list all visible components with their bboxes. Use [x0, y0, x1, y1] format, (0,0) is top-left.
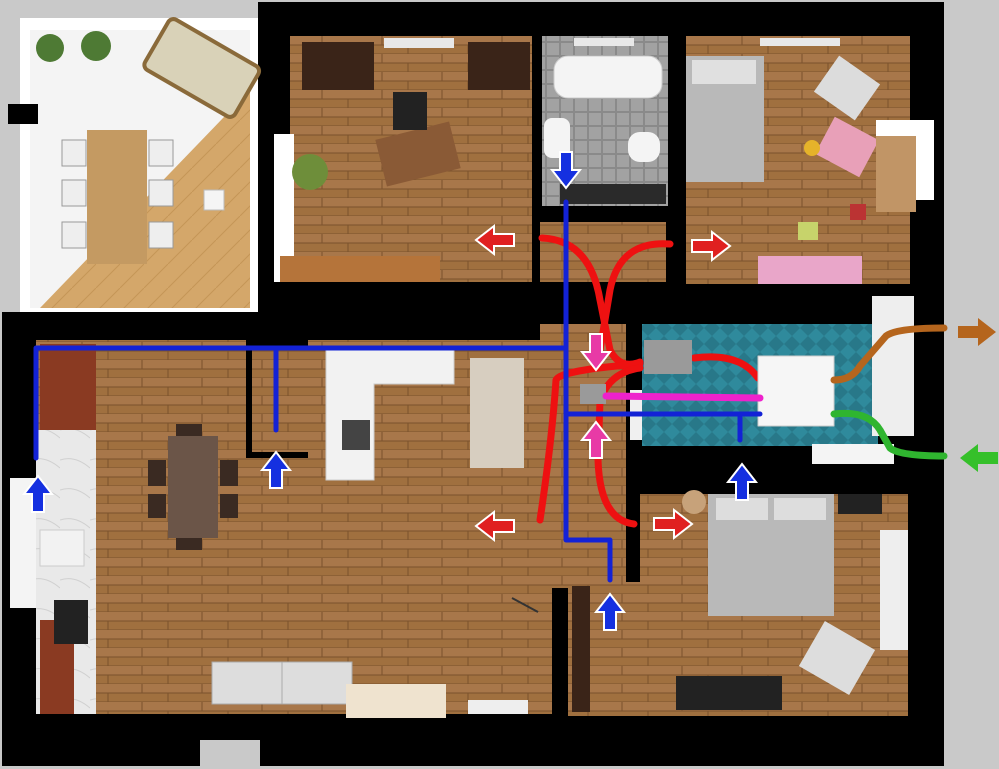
- extract-arrow: [21, 474, 55, 513]
- pillow-icon: [692, 60, 756, 84]
- supply-duct: [690, 353, 762, 382]
- sink-icon: [544, 118, 570, 158]
- plant-icon: [36, 34, 64, 62]
- cabinet-icon: [40, 344, 96, 430]
- bypass-arrow: [579, 420, 613, 459]
- silencer-icon: [644, 340, 692, 374]
- living-kitchen: [10, 326, 552, 718]
- bathtub-icon: [553, 55, 663, 99]
- dining-table-icon: [168, 436, 218, 538]
- heat-recovery-unit-icon: [757, 355, 835, 427]
- pillow-icon: [774, 498, 826, 520]
- bypass-duct: [602, 392, 764, 402]
- armchair-icon: [813, 55, 881, 121]
- bathtub-icon: [812, 444, 894, 464]
- supply-duct: [594, 364, 644, 528]
- play-table-icon: [815, 116, 879, 178]
- dining-table-icon: [87, 130, 147, 264]
- window-icon: [384, 38, 454, 48]
- exhaust-duct: [830, 324, 948, 384]
- tv-bench-icon: [346, 684, 446, 718]
- book-icon: [342, 420, 370, 450]
- bench-icon: [676, 676, 782, 710]
- armchair-icon: [798, 620, 876, 696]
- stool-icon: [203, 189, 225, 211]
- plant-icon: [81, 31, 111, 61]
- floor-lamp-icon: [511, 597, 539, 613]
- extract-arrow: [259, 450, 293, 489]
- toy-icon: [804, 140, 820, 156]
- fresh-air-arrow: [960, 444, 998, 472]
- exhaust-arrow: [958, 318, 996, 346]
- supply-arrow: [691, 229, 732, 263]
- ducts: [33, 199, 948, 583]
- window-icon: [574, 38, 634, 46]
- cabinet-icon: [302, 42, 374, 90]
- radiator-icon: [211, 661, 353, 705]
- toy-icon: [798, 222, 818, 240]
- supply-arrow: [474, 509, 515, 543]
- damper-icon: [580, 384, 606, 404]
- arrows: [21, 151, 998, 631]
- bathroom: [542, 36, 668, 206]
- terrace: [8, 17, 262, 312]
- sofa-icon: [142, 17, 262, 119]
- chairs-icon: [148, 424, 238, 550]
- extract-duct: [33, 345, 569, 461]
- extract-duct: [563, 199, 613, 583]
- desk-icon: [375, 121, 461, 187]
- toy-icon: [850, 204, 866, 220]
- extract-arrow: [549, 151, 583, 190]
- sofa-icon: [470, 358, 524, 468]
- cabinet-icon: [468, 42, 530, 90]
- extract-arrow: [593, 592, 627, 631]
- supply-duct: [596, 240, 674, 354]
- window-icon: [760, 38, 840, 46]
- fresh-air-duct: [830, 409, 948, 460]
- bench-icon: [876, 136, 916, 212]
- window-icon: [468, 700, 528, 714]
- nightstand-icon: [682, 490, 706, 514]
- fridge-icon: [39, 529, 85, 567]
- chairs-icon: [61, 139, 174, 249]
- bypass-arrow: [579, 333, 613, 372]
- vanity-icon: [560, 184, 666, 204]
- supply-arrow: [474, 223, 515, 257]
- supply-arrow: [653, 507, 694, 541]
- pink-sofa-icon: [758, 256, 862, 284]
- chair-icon: [393, 92, 427, 130]
- extract-arrow: [725, 462, 759, 501]
- toilet-icon: [628, 132, 660, 162]
- master-bedroom: [640, 490, 908, 716]
- sideboard-icon: [280, 256, 440, 282]
- pillow-icon: [716, 498, 768, 520]
- hob-icon: [54, 600, 88, 644]
- wardrobe-icon: [838, 494, 882, 514]
- plant-icon: [292, 154, 328, 190]
